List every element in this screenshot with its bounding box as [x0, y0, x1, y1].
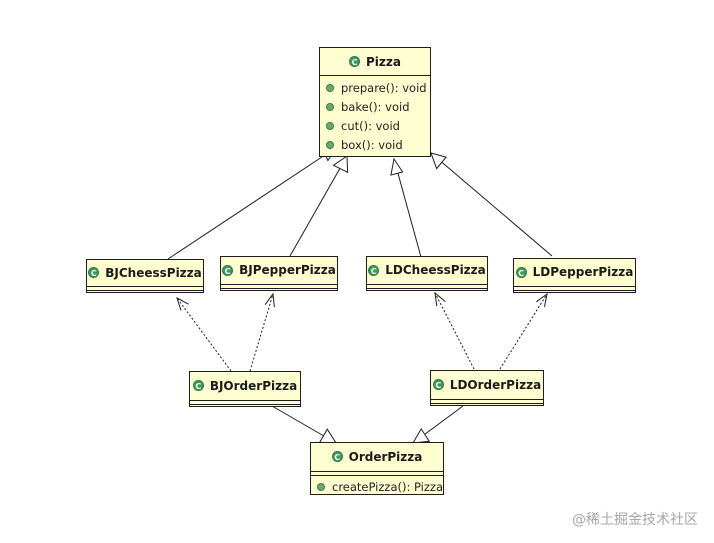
class-order-pizza-header: C OrderPizza: [311, 443, 443, 470]
attribute-separator: [367, 284, 487, 285]
class-icon: C: [88, 267, 100, 278]
depend-arrowhead-ldorder-ldcheess: [434, 291, 446, 307]
method-icon: [326, 140, 334, 149]
class-ld-cheess-pizza[interactable]: C LDCheessPizza: [366, 256, 488, 291]
attribute-separator: [190, 400, 300, 401]
class-name: BJPepperPizza: [239, 263, 336, 277]
inherit-arrowhead-ldorder-order: [412, 427, 431, 444]
class-bj-pepper-pizza[interactable]: C BJPepperPizza: [220, 256, 338, 291]
depend-line-bjorder-bjpepper: [249, 293, 274, 372]
class-bj-order-pizza-header: C BJOrderPizza: [190, 372, 300, 399]
class-bj-cheess-pizza[interactable]: C BJCheessPizza: [86, 259, 204, 293]
class-pizza-methods: prepare(): void bake(): void cut(): void…: [320, 76, 430, 154]
method-separator: [221, 288, 337, 289]
class-ld-pepper-pizza[interactable]: C LDPepperPizza: [513, 258, 636, 293]
attribute-separator: [221, 284, 337, 285]
class-bj-order-pizza[interactable]: C BJOrderPizza: [189, 371, 301, 407]
inherit-arrowhead-bjpepper-pizza: [332, 155, 349, 174]
depend-arrowhead-ldorder-ldpepper: [536, 292, 548, 307]
method-label: bake(): void: [341, 99, 410, 114]
inherit-line-bjpepper-pizza: [289, 155, 348, 257]
method-separator: [190, 404, 300, 405]
method-icon: [326, 102, 334, 111]
class-order-pizza-methods: createPizza(): Pizza: [311, 476, 443, 496]
method-row: box(): void: [326, 135, 430, 154]
class-pizza[interactable]: C Pizza prepare(): void bake(): void cut…: [319, 47, 431, 157]
class-name: LDPepperPizza: [532, 265, 634, 279]
inherit-line-ldcheess-pizza: [393, 158, 422, 258]
depend-arrowhead-bjorder-bjcheess: [176, 296, 189, 311]
class-ld-order-pizza[interactable]: C LDOrderPizza: [430, 370, 544, 406]
method-icon: [326, 121, 334, 130]
method-row: prepare(): void: [326, 78, 430, 97]
attribute-separator: [87, 286, 203, 287]
class-pizza-name: Pizza: [366, 54, 401, 69]
class-pizza-header: C Pizza: [320, 48, 430, 75]
class-icon: C: [192, 380, 204, 391]
class-name: BJCheessPizza: [105, 265, 202, 280]
class-icon: C: [222, 264, 234, 276]
class-name: BJOrderPizza: [209, 378, 298, 393]
inherit-line-ldpepper-pizza: [430, 152, 553, 257]
method-label: createPizza(): Pizza: [332, 479, 444, 494]
attribute-separator: [431, 399, 543, 400]
class-ld-order-pizza-header: C LDOrderPizza: [431, 371, 543, 398]
method-label: prepare(): void: [341, 80, 427, 95]
method-separator: [87, 290, 203, 291]
method-row: createPizza(): Pizza: [317, 477, 443, 496]
inherit-line-bjcheess-pizza: [167, 146, 338, 260]
class-bj-cheess-pizza-header: C BJCheessPizza: [87, 260, 203, 285]
class-ld-pepper-pizza-header: C LDPepperPizza: [514, 259, 635, 285]
class-icon: C: [432, 379, 444, 390]
method-icon: [326, 83, 334, 92]
class-icon: C: [331, 451, 343, 462]
depend-line-bjorder-bjcheess: [176, 297, 232, 372]
class-name: LDOrderPizza: [449, 377, 542, 392]
inherit-arrowhead-ldpepper-pizza: [430, 152, 447, 170]
method-row: bake(): void: [326, 97, 430, 116]
class-bj-pepper-pizza-header: C BJPepperPizza: [221, 257, 337, 283]
attribute-separator: [311, 471, 443, 472]
depend-line-ldorder-ldcheess: [434, 292, 475, 370]
method-label: box(): void: [341, 137, 403, 152]
class-ld-cheess-pizza-header: C LDCheessPizza: [367, 257, 487, 283]
watermark: @稀土掘金技术社区: [572, 512, 698, 528]
class-order-pizza-name: OrderPizza: [348, 449, 423, 464]
method-label: cut(): void: [341, 118, 400, 133]
method-icon: [317, 482, 325, 491]
inherit-arrowhead-bjorder-order: [318, 428, 337, 444]
method-separator: [367, 288, 487, 289]
method-separator: [311, 475, 443, 476]
class-icon: C: [515, 266, 527, 278]
depend-arrowhead-bjorder-bjpepper: [264, 292, 275, 308]
depend-line-ldorder-ldpepper: [499, 293, 548, 370]
class-name: LDCheessPizza: [385, 263, 486, 277]
class-icon: C: [368, 264, 380, 276]
inherit-arrowhead-ldcheess-pizza: [390, 157, 404, 176]
method-separator: [431, 403, 543, 404]
class-icon: C: [349, 56, 360, 67]
method-row: cut(): void: [326, 116, 430, 135]
method-separator: [514, 290, 635, 291]
class-order-pizza[interactable]: C OrderPizza createPizza(): Pizza: [310, 442, 444, 495]
class-pizza-separator: [320, 75, 430, 76]
attribute-separator: [514, 286, 635, 287]
